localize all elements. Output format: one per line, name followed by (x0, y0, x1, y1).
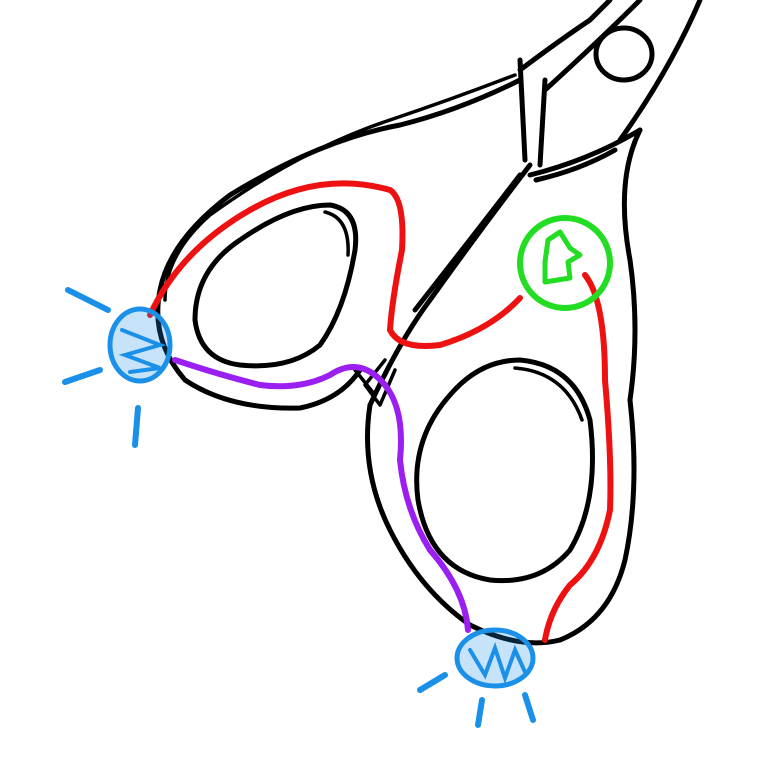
lower-handle-outline (365, 127, 643, 646)
scissors-blade (517, 0, 703, 168)
green-pivot-marker (517, 215, 613, 311)
lower-handle-hole (414, 357, 595, 584)
blue-contact-point-upper (62, 287, 173, 448)
upper-handle-hole (192, 202, 359, 369)
purple-path (172, 357, 471, 633)
red-path-lower (542, 272, 614, 643)
blue-contact-point-lower (417, 627, 536, 728)
upper-handle-outline (155, 77, 523, 411)
red-path (147, 180, 523, 349)
blade-hole (593, 25, 655, 83)
